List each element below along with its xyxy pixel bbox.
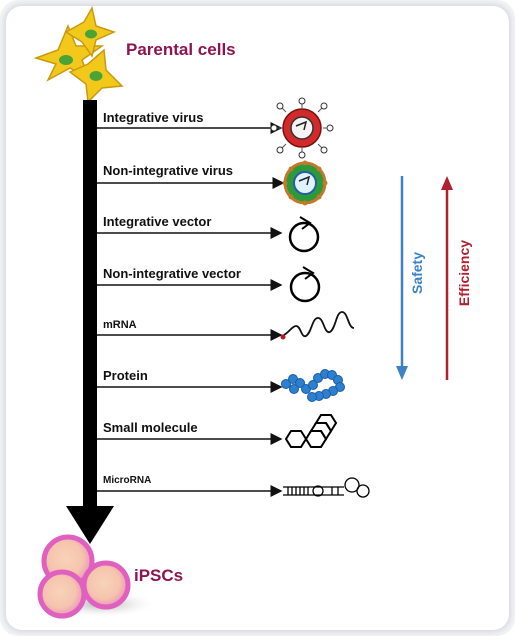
method-label-small-molecule: Small molecule [103, 420, 198, 435]
method-label-integrative-vector: Integrative vector [103, 214, 212, 229]
diagram-graphics [33, 6, 453, 619]
mrna-strand-icon [280, 311, 355, 340]
protein-chain-icon [281, 369, 345, 402]
non-integrative-vector-icon [289, 266, 321, 303]
small-molecule-icon [284, 414, 338, 448]
efficiency-arrow [441, 176, 453, 380]
method-label-protein: Protein [103, 368, 148, 383]
method-label-integrative-virus: Integrative virus [103, 110, 204, 125]
parental-cells-label: Parental cells [126, 40, 236, 59]
ipscs-icon [37, 534, 158, 619]
parental-cells-icon [33, 6, 124, 104]
efficiency-label: Efficiency [456, 239, 472, 307]
method-label-non-integrative-vector: Non-integrative vector [103, 266, 241, 281]
method-label-microrna: MicroRNA [103, 475, 152, 486]
integrative-virus-icon [270, 97, 334, 159]
microrna-hairpin-icon [283, 477, 370, 498]
safety-label: Safety [409, 251, 425, 295]
method-label-mrna: mRNA [103, 319, 137, 331]
safety-arrow [396, 176, 408, 380]
diagram-panel: Parental cells iPSCs Integrative virus N… [6, 6, 509, 630]
ipscs-label: iPSCs [134, 566, 184, 585]
main-reprogramming-arrow [66, 100, 114, 544]
non-integrative-virus-icon [282, 160, 328, 206]
method-label-non-integrative-virus: Non-integrative virus [103, 163, 234, 178]
integrative-vector-icon [288, 216, 320, 253]
method-arrows [97, 122, 285, 497]
